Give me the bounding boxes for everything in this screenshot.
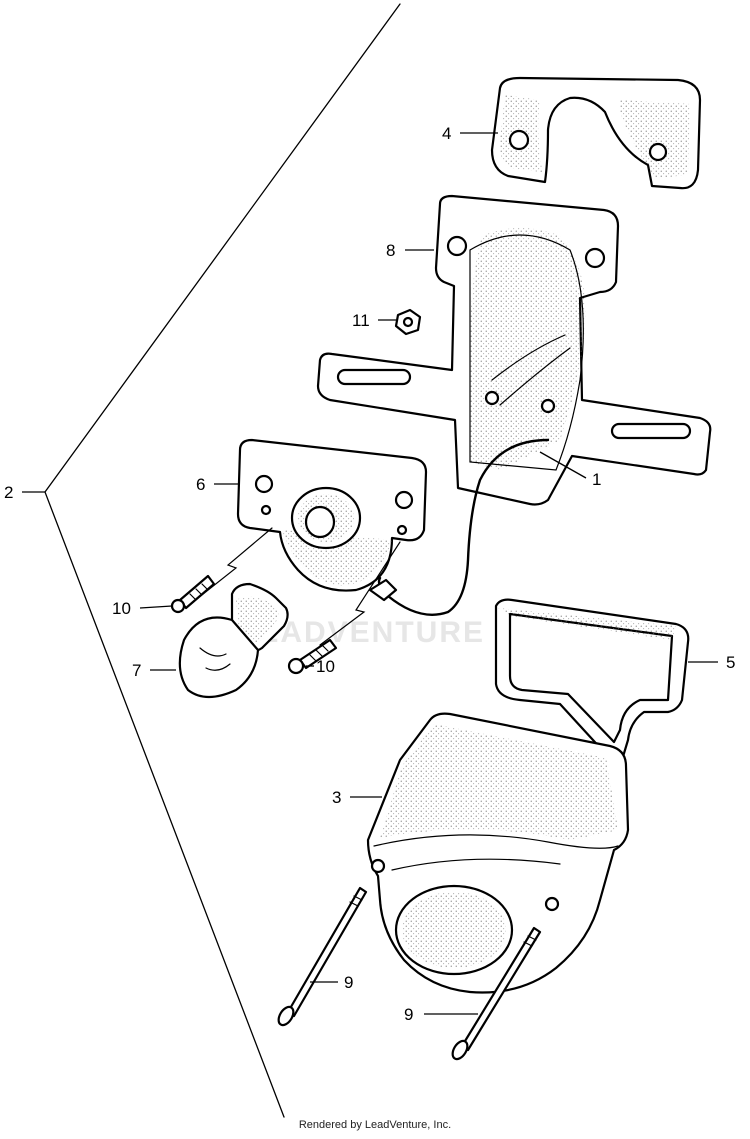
part-gasket	[494, 598, 690, 763]
callout-10-lower: 10	[316, 657, 335, 676]
callout-1: 1	[592, 470, 601, 489]
part-screw-lower	[287, 638, 338, 675]
callout-6: 6	[196, 475, 205, 494]
part-socket-holder	[236, 438, 428, 602]
leader-lines	[22, 132, 718, 1015]
callout-9-left: 9	[344, 973, 353, 992]
screw-path-right	[319, 541, 401, 646]
part-bulb	[178, 582, 289, 699]
callout-4: 4	[442, 124, 451, 143]
part-long-screw-left	[277, 886, 368, 1027]
callout-11: 11	[352, 311, 370, 330]
callout-2: 2	[4, 483, 13, 502]
part-long-screw-right	[451, 926, 542, 1061]
callout-9-right: 9	[404, 1005, 413, 1024]
part-plate-bracket	[316, 194, 712, 506]
screw-path-left	[197, 527, 273, 599]
callout-7: 7	[132, 661, 141, 680]
credit-line: Rendered by LeadVenture, Inc.	[298, 1119, 452, 1131]
callout-5: 5	[726, 653, 735, 672]
part-lamp-housing	[366, 712, 630, 994]
callout-8: 8	[386, 241, 395, 260]
part-top-cap	[490, 76, 702, 190]
callout-3: 3	[332, 788, 341, 807]
part-screw-upper	[170, 574, 216, 614]
part-nut	[394, 308, 422, 336]
callout-10-upper: 10	[112, 599, 131, 618]
